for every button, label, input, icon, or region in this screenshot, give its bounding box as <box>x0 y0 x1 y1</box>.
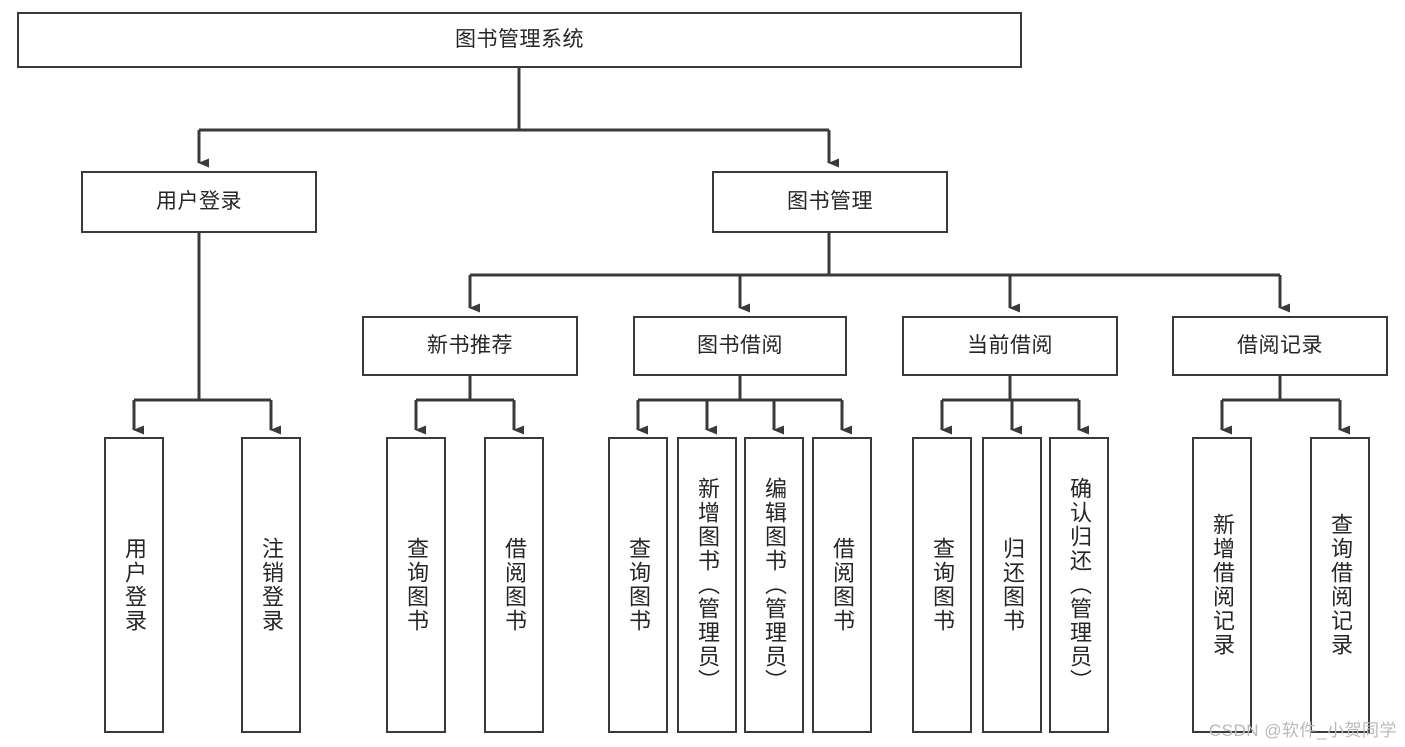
node-n-user-login[interactable]: 用户登录 <box>81 171 317 233</box>
node-label: 新增图书（管理员） <box>695 477 720 693</box>
node-l-return-book[interactable]: 归还图书 <box>982 437 1042 733</box>
node-l-query-record[interactable]: 查询借阅记录 <box>1310 437 1370 733</box>
connector-group <box>132 68 1350 435</box>
node-l-confirm-return[interactable]: 确认归还（管理员） <box>1049 437 1109 733</box>
node-label: 借阅记录 <box>1237 333 1323 357</box>
node-n-book-manage[interactable]: 图书管理 <box>712 171 948 233</box>
node-n-borrow-record[interactable]: 借阅记录 <box>1172 316 1388 376</box>
node-label: 查询借阅记录 <box>1328 513 1353 657</box>
node-l-add-record[interactable]: 新增借阅记录 <box>1192 437 1252 733</box>
node-label: 确认归还（管理员） <box>1067 477 1092 693</box>
node-label: 查询图书 <box>626 537 651 633</box>
node-l-user-logout[interactable]: 注销登录 <box>241 437 301 733</box>
node-label: 当前借阅 <box>967 333 1053 357</box>
node-l-query-book-cur[interactable]: 查询图书 <box>912 437 972 733</box>
node-label: 归还图书 <box>1000 537 1025 633</box>
node-label: 注销登录 <box>259 537 284 633</box>
node-l-edit-book[interactable]: 编辑图书（管理员） <box>744 437 804 733</box>
node-label: 图书管理系统 <box>455 27 584 51</box>
node-l-borrow-book-rec[interactable]: 借阅图书 <box>484 437 544 733</box>
node-l-query-book-rec[interactable]: 查询图书 <box>386 437 446 733</box>
node-label: 借阅图书 <box>502 537 527 633</box>
node-n-current-borrow[interactable]: 当前借阅 <box>902 316 1118 376</box>
node-label: 借阅图书 <box>830 537 855 633</box>
node-label: 新增借阅记录 <box>1210 513 1235 657</box>
node-root[interactable]: 图书管理系统 <box>17 12 1022 68</box>
node-label: 图书管理 <box>787 189 873 213</box>
node-label: 查询图书 <box>930 537 955 633</box>
node-label: 编辑图书（管理员） <box>762 477 787 693</box>
node-label: 用户登录 <box>122 537 147 633</box>
node-l-add-book[interactable]: 新增图书（管理员） <box>677 437 737 733</box>
node-label: 查询图书 <box>404 537 429 633</box>
node-label: 新书推荐 <box>427 333 513 357</box>
node-n-book-borrow[interactable]: 图书借阅 <box>633 316 847 376</box>
node-n-new-book-rec[interactable]: 新书推荐 <box>362 316 578 376</box>
node-label: 用户登录 <box>156 189 242 213</box>
node-l-query-book-borrow[interactable]: 查询图书 <box>608 437 668 733</box>
node-l-borrow-book[interactable]: 借阅图书 <box>812 437 872 733</box>
node-label: 图书借阅 <box>697 333 783 357</box>
node-l-user-login[interactable]: 用户登录 <box>104 437 164 733</box>
